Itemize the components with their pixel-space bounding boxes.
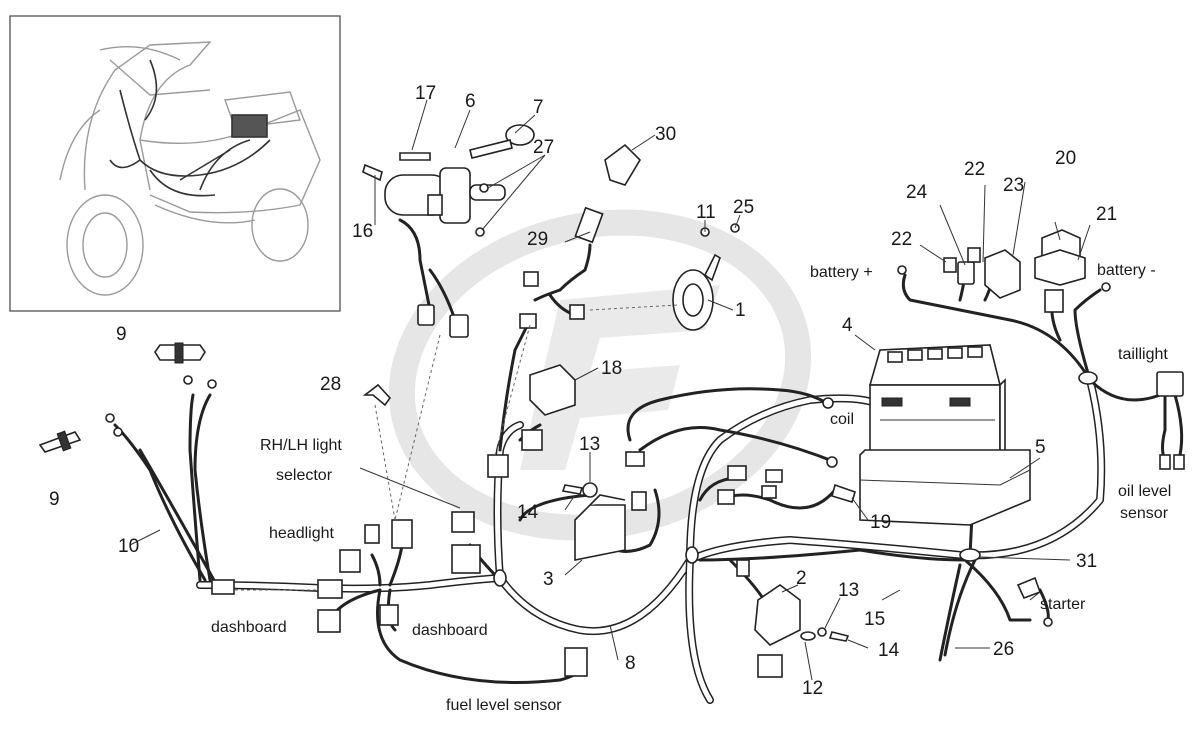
part-number-3: 3 xyxy=(543,569,554,590)
part-number-26: 26 xyxy=(993,639,1014,660)
part-number-6: 6 xyxy=(465,91,476,112)
ignition-switch xyxy=(362,124,535,338)
label-dashboard-right: dashboard xyxy=(412,622,488,639)
label-battery-minus: battery - xyxy=(1097,262,1156,279)
label-fuel-level-sensor: fuel level sensor xyxy=(446,697,562,714)
part-number-22-left: 22 xyxy=(891,229,912,250)
part-number-10: 10 xyxy=(118,536,139,557)
part-number-31: 31 xyxy=(1076,551,1097,572)
part-number-15: 15 xyxy=(864,609,885,630)
part-number-14-a: 14 xyxy=(517,502,539,523)
part-number-12: 12 xyxy=(802,678,823,699)
part-number-9-bottom: 9 xyxy=(49,489,60,510)
battery xyxy=(868,344,1006,462)
label-rh-lh-selector-line1: RH/LH light xyxy=(260,437,342,454)
part-number-22-top: 22 xyxy=(964,159,985,180)
label-rh-lh-selector-line2: selector xyxy=(276,467,333,484)
relay-18 xyxy=(521,364,576,451)
label-oil-level-sensor-line2: sensor xyxy=(1120,505,1169,522)
part-number-9-top: 9 xyxy=(116,324,127,345)
watermark-logo-icon xyxy=(388,209,812,541)
part-number-11: 11 xyxy=(696,202,716,223)
part-number-4: 4 xyxy=(842,315,853,336)
part-number-29: 29 xyxy=(527,229,548,250)
label-starter: starter xyxy=(1040,596,1086,613)
label-oil-level-sensor-line1: oil level xyxy=(1118,483,1171,500)
relay-box xyxy=(943,229,1086,313)
part-number-28: 28 xyxy=(320,374,341,395)
label-battery-plus: battery + xyxy=(810,264,873,281)
label-taillight: taillight xyxy=(1118,346,1168,363)
part-number-2: 2 xyxy=(796,568,807,589)
ignition-unit xyxy=(574,494,626,561)
part-number-7: 7 xyxy=(533,97,544,118)
part-number-13-b: 13 xyxy=(838,580,859,601)
part-number-5: 5 xyxy=(1035,437,1046,458)
voltage-regulator xyxy=(754,584,850,678)
label-dashboard-left: dashboard xyxy=(211,619,287,636)
part-number-24: 24 xyxy=(906,182,928,203)
part-number-27: 27 xyxy=(533,137,554,158)
part-number-14-b: 14 xyxy=(878,640,900,661)
part-number-21: 21 xyxy=(1096,204,1117,225)
battery-tray xyxy=(859,449,1031,526)
part-number-23: 23 xyxy=(1003,175,1024,196)
label-headlight: headlight xyxy=(269,525,335,542)
label-coil: coil xyxy=(830,411,854,428)
scooter-overview-icon xyxy=(9,15,341,312)
part-number-19: 19 xyxy=(870,512,891,533)
part-number-13-a: 13 xyxy=(579,434,600,455)
part-number-25: 25 xyxy=(733,197,754,218)
part-number-30: 30 xyxy=(655,124,676,145)
horn xyxy=(672,253,721,331)
part-number-20: 20 xyxy=(1055,148,1076,169)
part-number-16: 16 xyxy=(352,221,373,242)
part-number-8: 8 xyxy=(625,653,636,674)
part-number-17: 17 xyxy=(415,83,436,104)
part-number-18: 18 xyxy=(601,358,622,379)
part-number-1: 1 xyxy=(735,300,746,321)
